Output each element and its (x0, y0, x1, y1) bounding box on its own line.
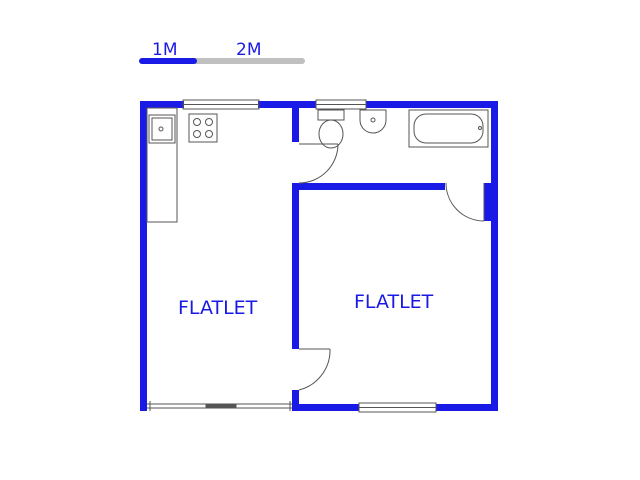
toilet-icon (317, 109, 345, 149)
wall-top-left (140, 101, 184, 108)
window-top-kitchen (182, 99, 260, 110)
scale-label-1m: 1M (152, 40, 177, 60)
window-bottom-right (358, 402, 437, 413)
room-label-left: FLATLET (178, 297, 258, 319)
door-bedroom (445, 182, 485, 222)
door-lower (298, 348, 331, 391)
sink-icon (148, 114, 176, 144)
wall-left (140, 101, 147, 411)
scale-bar: 1M 2M (139, 40, 305, 64)
wall-partition-upper (292, 183, 299, 349)
wall-top-right (366, 101, 497, 108)
bathtub-icon (408, 109, 489, 148)
wall-partition-lower (292, 390, 299, 411)
door-bathroom (298, 143, 339, 184)
wall-bath-stub (292, 108, 299, 142)
scale-label-2m: 2M (236, 40, 261, 60)
wall-bath-bottom (292, 183, 445, 190)
room-label-right: FLATLET (354, 291, 434, 313)
basin-icon (359, 109, 387, 134)
wall-bottom-right-b (436, 404, 498, 411)
doors (298, 143, 485, 391)
sliding-door-bottom-left (147, 401, 292, 411)
stove-icon (188, 113, 218, 143)
kitchen-fixtures (146, 107, 218, 223)
wall-bottom-right-a (292, 404, 359, 411)
window-top-bath (315, 99, 367, 110)
wall-top-mid (258, 101, 316, 108)
exterior-walls (140, 101, 498, 411)
windows (147, 99, 437, 413)
bathroom-fixtures (317, 109, 489, 149)
wall-right (491, 101, 498, 411)
kitchen-counter (146, 107, 178, 223)
wall-bath-right-stub (484, 183, 491, 221)
interior-walls (292, 108, 491, 411)
